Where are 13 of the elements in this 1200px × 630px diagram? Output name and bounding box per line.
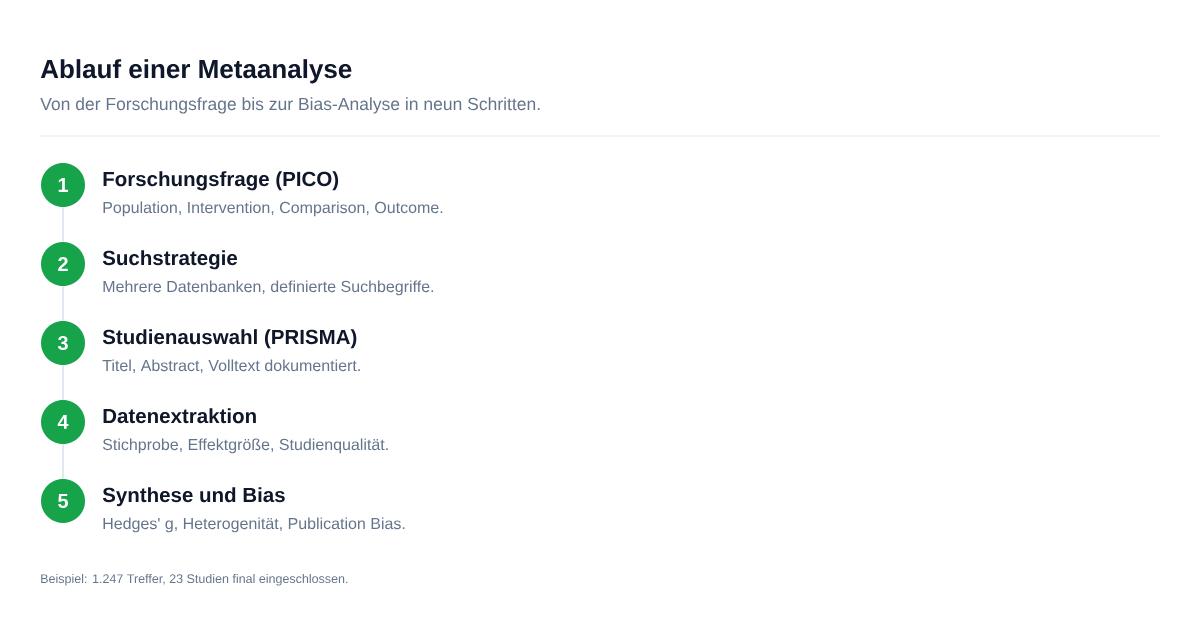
step-description: Titel, Abstract, Volltext dokumentiert. xyxy=(102,359,360,374)
step-heading: Suchstrategie xyxy=(102,250,238,270)
step-description: Stichprobe, Effektgröße, Studienqualität. xyxy=(102,438,388,454)
title: Ablauf einer Metaanalyse xyxy=(40,59,352,84)
subtitle: Von der Forschungsfrage bis zur Bias-Analyse in neun Schritten. xyxy=(40,97,540,114)
step-description: Population, Intervention, Comparison, Outcome. xyxy=(103,201,443,217)
step-heading: Synthese und Bias xyxy=(102,487,285,507)
step-heading: Forschungsfrage (PICO) xyxy=(103,171,339,191)
step-heading: Datenextraktion xyxy=(103,408,256,424)
step-heading: Studienauswahl (PRISMA) xyxy=(102,329,357,349)
footnote: Beispiel: 1.247 Treffer, 23 Studien final eingeschlossen. xyxy=(41,573,348,586)
step-description: Mehrere Datenbanken, definierte Suchbegriffe. xyxy=(103,280,434,296)
step-description: Hedges' g, Heterogenität, Publication Bias. xyxy=(103,517,405,533)
